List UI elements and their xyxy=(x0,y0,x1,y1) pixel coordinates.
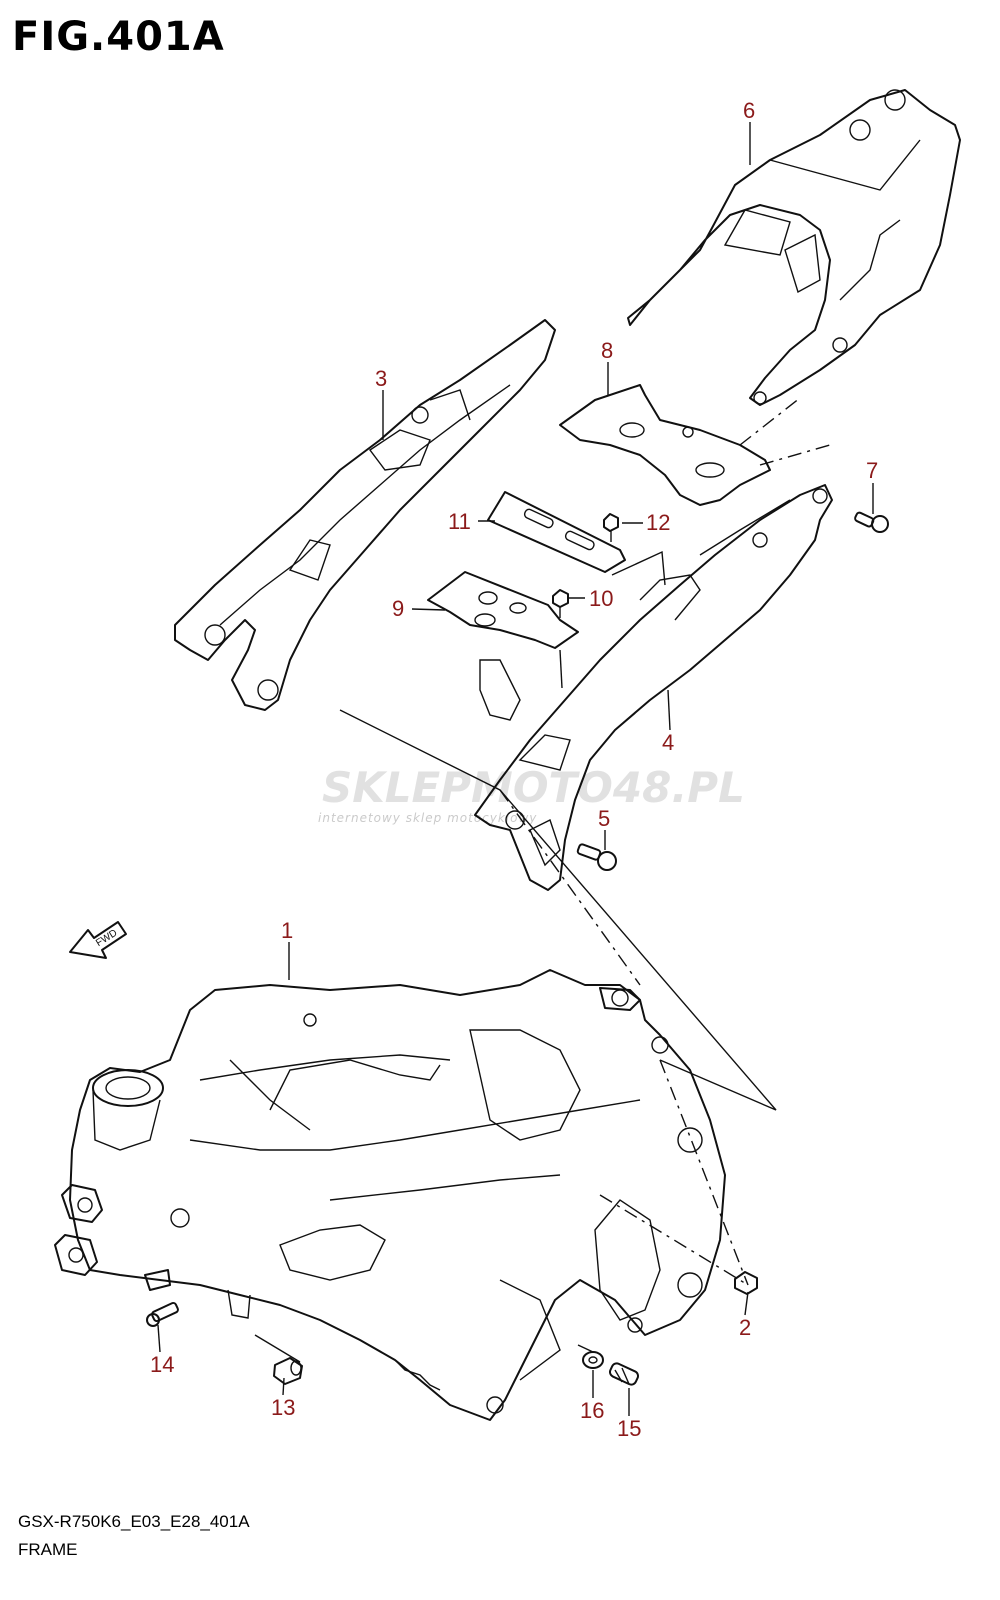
callout-12[interactable]: 12 xyxy=(646,510,670,535)
part-1-main-frame[interactable] xyxy=(54,969,726,1421)
callout-5[interactable]: 5 xyxy=(598,806,610,831)
watermark-main: SKLEPMOTO48.PL xyxy=(322,763,745,812)
callout-3[interactable]: 3 xyxy=(375,366,387,391)
callout-8[interactable]: 8 xyxy=(601,338,613,363)
model-code: GSX-R750K6_E03_E28_401A xyxy=(18,1512,250,1531)
watermark: SKLEPMOTO48.PL internetowy sklep motocyk… xyxy=(318,763,745,825)
callout-7[interactable]: 7 xyxy=(866,458,878,483)
part-2-plug[interactable] xyxy=(734,1271,758,1295)
leader-lines xyxy=(157,122,874,1416)
part-8-bracket[interactable] xyxy=(559,384,771,506)
callouts: 1 2 3 4 5 6 7 8 9 10 11 12 13 14 15 16 xyxy=(150,98,878,1441)
figure-title: FIG.401A xyxy=(12,14,225,60)
part-13-collar[interactable] xyxy=(273,1357,303,1385)
figure-name: FRAME xyxy=(18,1540,78,1559)
callout-9[interactable]: 9 xyxy=(392,596,404,621)
callout-13[interactable]: 13 xyxy=(271,1395,295,1420)
part-11-plate[interactable] xyxy=(487,491,626,573)
callout-10[interactable]: 10 xyxy=(589,586,613,611)
part-9-bracket[interactable] xyxy=(427,571,579,649)
watermark-sub: internetowy sklep motocyklowy xyxy=(318,811,537,825)
callout-16[interactable]: 16 xyxy=(580,1398,604,1423)
part-7-bolt[interactable] xyxy=(854,511,889,533)
part-10-bolt[interactable] xyxy=(552,589,569,618)
part-4-seat-rail-right[interactable] xyxy=(474,484,833,891)
forward-arrow-icon: FWD xyxy=(69,921,127,959)
callout-2[interactable]: 2 xyxy=(739,1315,751,1340)
callout-11[interactable]: 11 xyxy=(448,509,471,534)
part-12-bolt[interactable] xyxy=(603,513,619,542)
part-16-washer[interactable] xyxy=(582,1351,604,1369)
part-15-bolt[interactable] xyxy=(608,1362,640,1387)
part-6-seat-frame-bracket[interactable] xyxy=(627,89,961,406)
callout-6[interactable]: 6 xyxy=(743,98,755,123)
part-5-bolt[interactable] xyxy=(576,843,617,871)
part-3-seat-rail-left[interactable] xyxy=(174,319,556,711)
part-14-bolt[interactable] xyxy=(146,1301,179,1327)
callout-1[interactable]: 1 xyxy=(281,918,293,943)
callout-4[interactable]: 4 xyxy=(662,730,674,755)
assembly-lines xyxy=(254,397,831,1363)
callout-14[interactable]: 14 xyxy=(150,1352,174,1377)
callout-15[interactable]: 15 xyxy=(617,1416,641,1441)
